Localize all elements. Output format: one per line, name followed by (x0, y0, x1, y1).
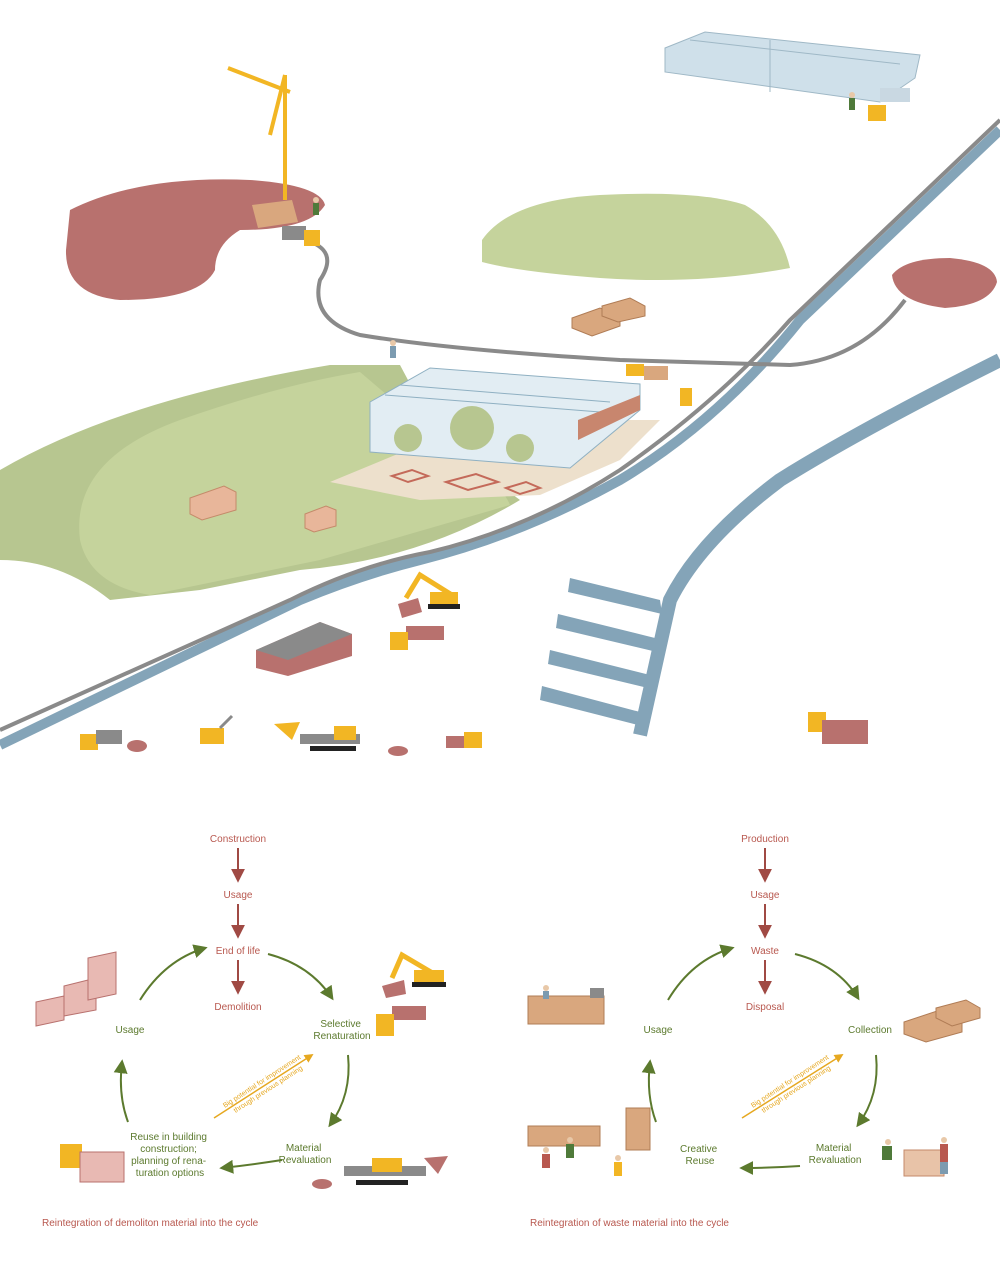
node-usage: Usage (116, 1025, 145, 1036)
greenhouse-icon (664, 31, 921, 103)
node-reuse-building: Reuse in building construction; planning… (130, 1132, 210, 1179)
truck-icon (390, 626, 444, 650)
cycle-diagrams: Construction Usage End of life Demolitio… (35, 834, 981, 1229)
note-arrow-right (741, 1054, 844, 1119)
building-frame-icon (35, 951, 117, 1027)
main-road (0, 118, 1000, 732)
worker-icon (882, 1137, 948, 1177)
rubble-pile (312, 1179, 332, 1189)
excavator-icon (382, 951, 446, 998)
worker-icon (849, 92, 855, 110)
truck-icon (282, 226, 320, 246)
note-arrow (213, 1054, 314, 1119)
right-caption: Reintegration of waste material into the… (530, 1218, 729, 1229)
crane-icon (227, 66, 291, 200)
river (0, 126, 1000, 750)
step-disposal: Disposal (746, 1002, 784, 1013)
canal (633, 353, 1000, 737)
step-end-of-life: End of life (216, 946, 261, 957)
step-construction: Construction (210, 834, 266, 845)
tree-icon (394, 406, 534, 462)
meadow-top (482, 193, 790, 281)
step-demolition: Demolition (214, 1002, 261, 1013)
raised-bed-icon (903, 999, 981, 1043)
node-selective-renaturation: Selective Renaturation (313, 1019, 370, 1042)
truck-icon (808, 712, 868, 744)
step-waste: Waste (751, 946, 779, 957)
crusher-icon (274, 722, 360, 751)
step-usage-linear-right: Usage (751, 890, 780, 901)
harbour-piers (540, 578, 662, 726)
access-road (304, 238, 907, 368)
node-usage-right: Usage (644, 1025, 673, 1036)
rubble-pile (388, 746, 408, 756)
site-scene (0, 31, 1000, 756)
rubble-pile (127, 740, 147, 752)
raised-bed-icon (388, 468, 543, 496)
left-caption: Reintegration of demoliton material into… (42, 1218, 259, 1229)
raised-bed-icon (571, 297, 646, 337)
node-collection: Collection (848, 1025, 892, 1036)
node-material-revaluation: Material Revaluation (279, 1143, 332, 1166)
node-creative-reuse: Creative Reuse (680, 1144, 720, 1167)
shelving-icon (527, 1125, 601, 1147)
debris-container (252, 200, 298, 228)
right-cycle: Production Usage Waste Disposal Collecti… (527, 834, 981, 1229)
truck-icon (868, 88, 910, 121)
loader-icon (200, 714, 234, 744)
worker-icon (542, 1137, 622, 1176)
wood-crate (189, 485, 337, 533)
excavator-icon (403, 571, 460, 609)
worker-icon (390, 340, 396, 358)
truck-icon (446, 732, 482, 748)
crusher-icon (344, 1156, 448, 1185)
truck-icon (626, 364, 668, 380)
wardrobe-icon (625, 1107, 651, 1151)
worker-icon (313, 197, 319, 215)
shelving-icon (527, 985, 605, 1025)
step-usage-linear: Usage (224, 890, 253, 901)
truck-icon (376, 1006, 426, 1036)
rubble-pile (398, 598, 422, 618)
warehouse-icon (256, 622, 352, 676)
node-material-revaluation-right: Material Revaluation (809, 1143, 862, 1166)
truck-icon (80, 730, 122, 750)
forklift-icon (680, 388, 692, 406)
greenhouse-icon (369, 367, 641, 469)
truck-icon (60, 1144, 125, 1183)
left-cycle: Construction Usage End of life Demolitio… (35, 834, 448, 1229)
demolition-site-right (892, 258, 997, 308)
step-production: Production (741, 834, 789, 845)
